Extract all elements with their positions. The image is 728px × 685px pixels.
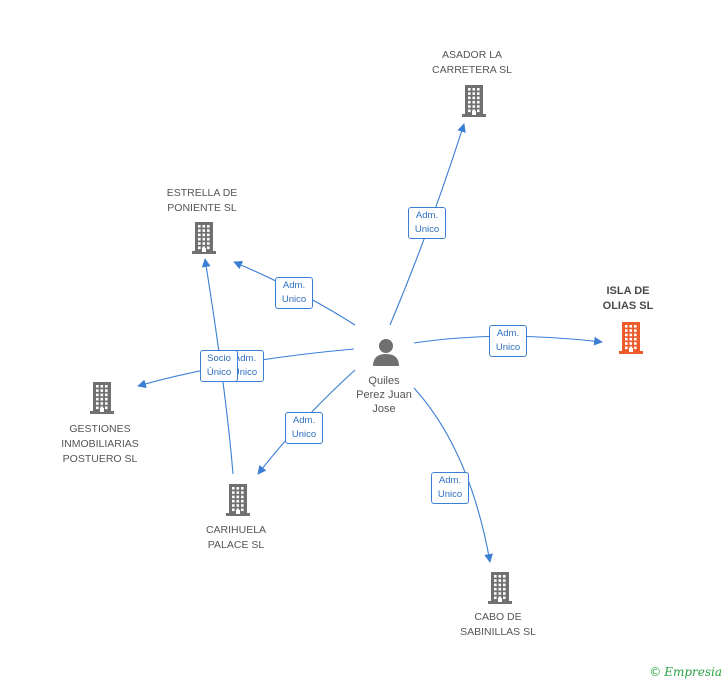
- building-icon[interactable]: [90, 382, 114, 414]
- company-label-carihuela[interactable]: CARIHUELA PALACE SL: [205, 524, 267, 551]
- edge-label-person-estrella[interactable]: Adm. Unico: [275, 277, 313, 309]
- edge-label-person-isla[interactable]: Adm. Unico: [489, 325, 527, 357]
- building-icon[interactable]: [488, 572, 512, 604]
- edge-label-person-cabo[interactable]: Adm. Unico: [431, 472, 469, 504]
- company-label-asador[interactable]: ASADOR LA CARRETERA SL: [432, 49, 512, 76]
- building-icon[interactable]: [619, 322, 643, 354]
- brand-watermark: ©Empresia: [649, 665, 722, 679]
- copyright-symbol: ©: [649, 665, 662, 679]
- edge-label-carihuela-estrella[interactable]: Socio Único: [200, 350, 238, 382]
- person-icon[interactable]: [371, 337, 401, 367]
- company-label-cabo[interactable]: CABO DE SABINILLAS SL: [460, 611, 536, 638]
- brand-name: Empresia: [664, 665, 722, 679]
- company-label-estrella[interactable]: ESTRELLA DE PONIENTE SL: [166, 187, 238, 214]
- edge-person-cabo: [413, 387, 493, 563]
- building-icon[interactable]: [462, 85, 486, 117]
- edge-label-person-asador[interactable]: Adm. Unico: [408, 207, 446, 239]
- company-label-gestiones[interactable]: GESTIONES INMOBILIARIAS POSTUERO SL: [61, 423, 139, 465]
- person-label[interactable]: Quiles Perez Juan Jose: [356, 375, 412, 415]
- edge-label-person-carihuela[interactable]: Adm. Unico: [285, 412, 323, 444]
- building-icon[interactable]: [192, 222, 216, 254]
- company-label-isla[interactable]: ISLA DE OLIAS SL: [602, 285, 654, 312]
- building-icon[interactable]: [226, 484, 250, 516]
